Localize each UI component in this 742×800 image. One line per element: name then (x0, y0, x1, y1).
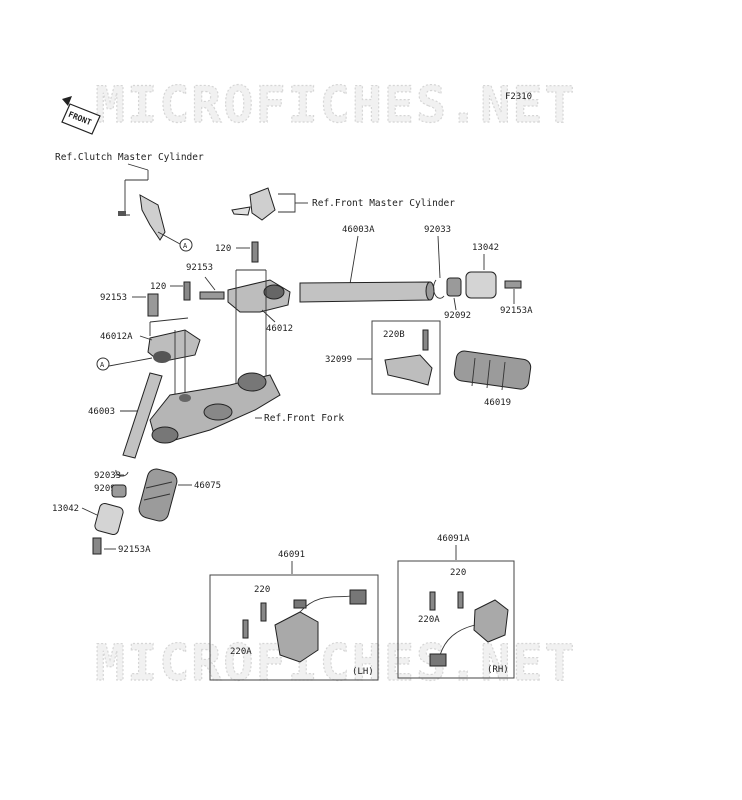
handlebar-clamp-46012 (227, 269, 291, 400)
triple-clamp (149, 372, 281, 444)
watermark-bottom: MICROFICHES.NET (95, 634, 577, 692)
bolt-120-left (183, 281, 191, 301)
label-92153-left: 92153 (100, 293, 127, 303)
label-46003A: 46003A (342, 225, 375, 235)
washer-92092-left (111, 484, 127, 498)
label-220A-rh: 220A (418, 615, 440, 625)
grip-46019 (453, 350, 532, 391)
label-120-left: 120 (150, 282, 166, 292)
clutch-master-bracket: A (118, 163, 193, 252)
bolt-92153-left (147, 293, 159, 317)
bracket-32099 (384, 354, 433, 386)
circlip-92033-right (433, 279, 445, 299)
label-92092-left: 92092 (94, 484, 121, 494)
ref-front-fork: Ref.Front Fork (264, 413, 344, 424)
handlebar-46003 (122, 372, 163, 459)
label-220B: 220B (383, 330, 405, 340)
washer-92092-right (446, 277, 462, 297)
label-32099: 32099 (325, 355, 352, 365)
label-lh: (LH) (352, 667, 374, 677)
label-46091: 46091 (278, 550, 305, 560)
switch-box-lh (209, 574, 379, 681)
label-46075: 46075 (194, 481, 221, 491)
bolt-92153-upper (199, 291, 225, 300)
bolt-92153A-right (504, 280, 522, 289)
handlebar-clamp-46012A (147, 317, 201, 400)
circlip-92033-left (115, 469, 129, 477)
label-120-upper: 120 (215, 244, 231, 254)
diagram-code: F2310 (505, 92, 532, 102)
front-master-bracket (231, 187, 308, 221)
bracket-box-32099 (371, 320, 441, 395)
front-arrow-icon: FRONT (61, 96, 101, 135)
handlebar-46003A (299, 281, 431, 303)
label-220A-lh: 220A (230, 647, 252, 657)
switch-box-rh (397, 560, 515, 679)
label-92153A-right: 92153A (500, 306, 533, 316)
label-46012A: 46012A (100, 332, 133, 342)
bolt-120-upper (251, 241, 259, 263)
ref-clutch-master: Ref.Clutch Master Cylinder (55, 152, 204, 163)
callout-a-left (96, 357, 110, 371)
label-92033-right: 92033 (424, 225, 451, 235)
handlebar-switch-lh (274, 611, 319, 663)
label-220-lh: 220 (254, 585, 270, 595)
grip-46075 (138, 468, 178, 522)
label-92033-left: 92033 (94, 471, 121, 481)
bar-end-13042-left (94, 502, 124, 536)
label-46012: 46012 (266, 324, 293, 334)
bar-end-13042-right (465, 271, 497, 299)
label-46091A: 46091A (437, 534, 470, 544)
label-92153A-left: 92153A (118, 545, 151, 555)
label-13042-right: 13042 (472, 243, 499, 253)
bolt-92153A-left (92, 537, 102, 555)
label-13042-left: 13042 (52, 504, 79, 514)
label-46019: 46019 (484, 398, 511, 408)
label-rh: (RH) (487, 665, 509, 675)
callout-a-left-label: A (100, 361, 105, 369)
label-92153-upper: 92153 (186, 263, 213, 273)
label-92092-right: 92092 (444, 311, 471, 321)
handlebar-switch-rh (473, 599, 509, 643)
label-46003: 46003 (88, 407, 115, 417)
callout-a-top: A (183, 242, 188, 250)
watermark-top: MICROFICHES.NET (95, 76, 577, 134)
label-220-rh: 220 (450, 568, 466, 578)
ref-front-master: Ref.Front Master Cylinder (312, 198, 455, 209)
